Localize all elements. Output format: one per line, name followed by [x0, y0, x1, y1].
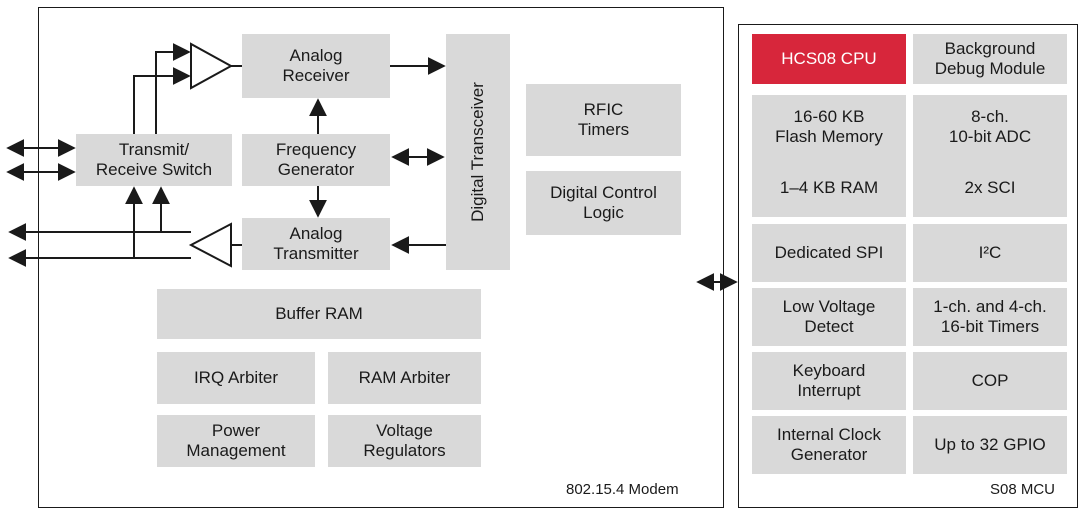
gpio-block: Up to 32 GPIO	[913, 416, 1067, 474]
background-debug-module-block: Background Debug Module	[913, 34, 1067, 84]
adc-block: 8-ch. 10-bit ADC	[913, 95, 1067, 159]
ram-block: 1–4 KB RAM	[752, 159, 906, 217]
buffer-ram-block: Buffer RAM	[157, 289, 481, 339]
internal-clock-generator-block: Internal Clock Generator	[752, 416, 906, 474]
transmit-amplifier-icon	[188, 222, 232, 268]
power-management-block: Power Management	[157, 415, 315, 467]
digital-control-logic-block: Digital Control Logic	[526, 171, 681, 235]
mcu-frame-label: S08 MCU	[990, 481, 1056, 498]
receive-amplifier-icon	[190, 42, 234, 90]
transmit-receive-switch-block: Transmit/ Receive Switch	[76, 134, 232, 186]
dedicated-spi-block: Dedicated SPI	[752, 224, 906, 282]
rfic-timers-block: RFIC Timers	[526, 84, 681, 156]
irq-arbiter-block: IRQ Arbiter	[157, 352, 315, 404]
flash-memory-block: 16-60 KB Flash Memory	[752, 95, 906, 159]
voltage-regulators-block: Voltage Regulators	[328, 415, 481, 467]
analog-receiver-block: Analog Receiver	[242, 34, 390, 98]
analog-transmitter-block: Analog Transmitter	[242, 218, 390, 270]
sci-block: 2x SCI	[913, 159, 1067, 217]
hcs08-cpu-block: HCS08 CPU	[752, 34, 906, 84]
low-voltage-detect-block: Low Voltage Detect	[752, 288, 906, 346]
i2c-block: I²C	[913, 224, 1067, 282]
cop-block: COP	[913, 352, 1067, 410]
frequency-generator-block: Frequency Generator	[242, 134, 390, 186]
switch-to-rx-amp-a	[133, 67, 191, 134]
switch-to-rx-amp-b	[155, 43, 191, 134]
ram-arbiter-block: RAM Arbiter	[328, 352, 481, 404]
keyboard-interrupt-block: Keyboard Interrupt	[752, 352, 906, 410]
digital-transceiver-block: Digital Transceiver	[446, 34, 510, 270]
modem-frame-label: 802.15.4 Modem	[566, 481, 679, 498]
timers-block: 1-ch. and 4-ch. 16-bit Timers	[913, 288, 1067, 346]
